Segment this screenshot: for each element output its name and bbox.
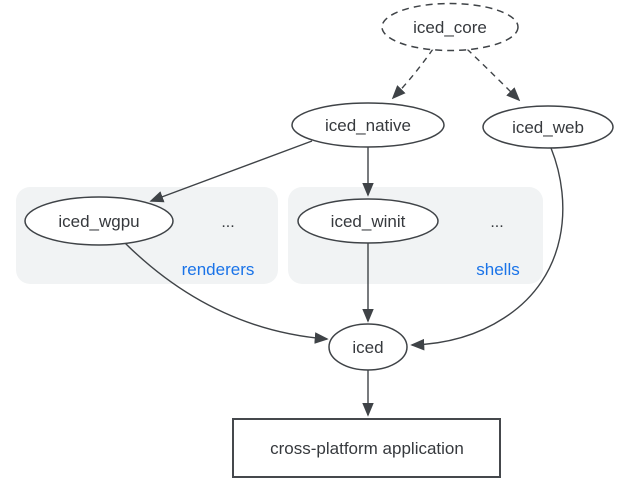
edge-core-to-web [466,48,521,102]
edge-core-to-native [391,48,434,100]
node-iced-web-label: iced_web [512,118,584,137]
node-app-shape [232,418,501,478]
edge-native-to-wgpu [149,140,313,203]
edge-web-to-iced [410,147,564,351]
renderers-ellipsis: ... [221,214,234,231]
node-iced-web-shape [482,105,614,149]
node-iced-shape [328,323,408,371]
node-iced-core-shape [381,2,519,52]
node-iced-label: iced [352,338,383,357]
node-iced-core-label: iced_core [413,18,487,37]
node-iced-wgpu-label: iced_wgpu [58,212,139,231]
group-shells-label: shells [476,260,519,279]
node-iced-winit-shape [297,198,439,244]
node-iced-winit-label: iced_winit [331,212,406,231]
group-renderers-label: renderers [182,260,255,279]
edge-wgpu-to-iced [124,242,329,344]
node-app-label: cross-platform application [270,439,464,458]
node-iced-native-label: iced_native [325,116,411,135]
node-iced-wgpu-shape [24,196,174,246]
node-iced-native-shape [291,102,445,148]
shells-ellipsis: ... [490,214,503,231]
